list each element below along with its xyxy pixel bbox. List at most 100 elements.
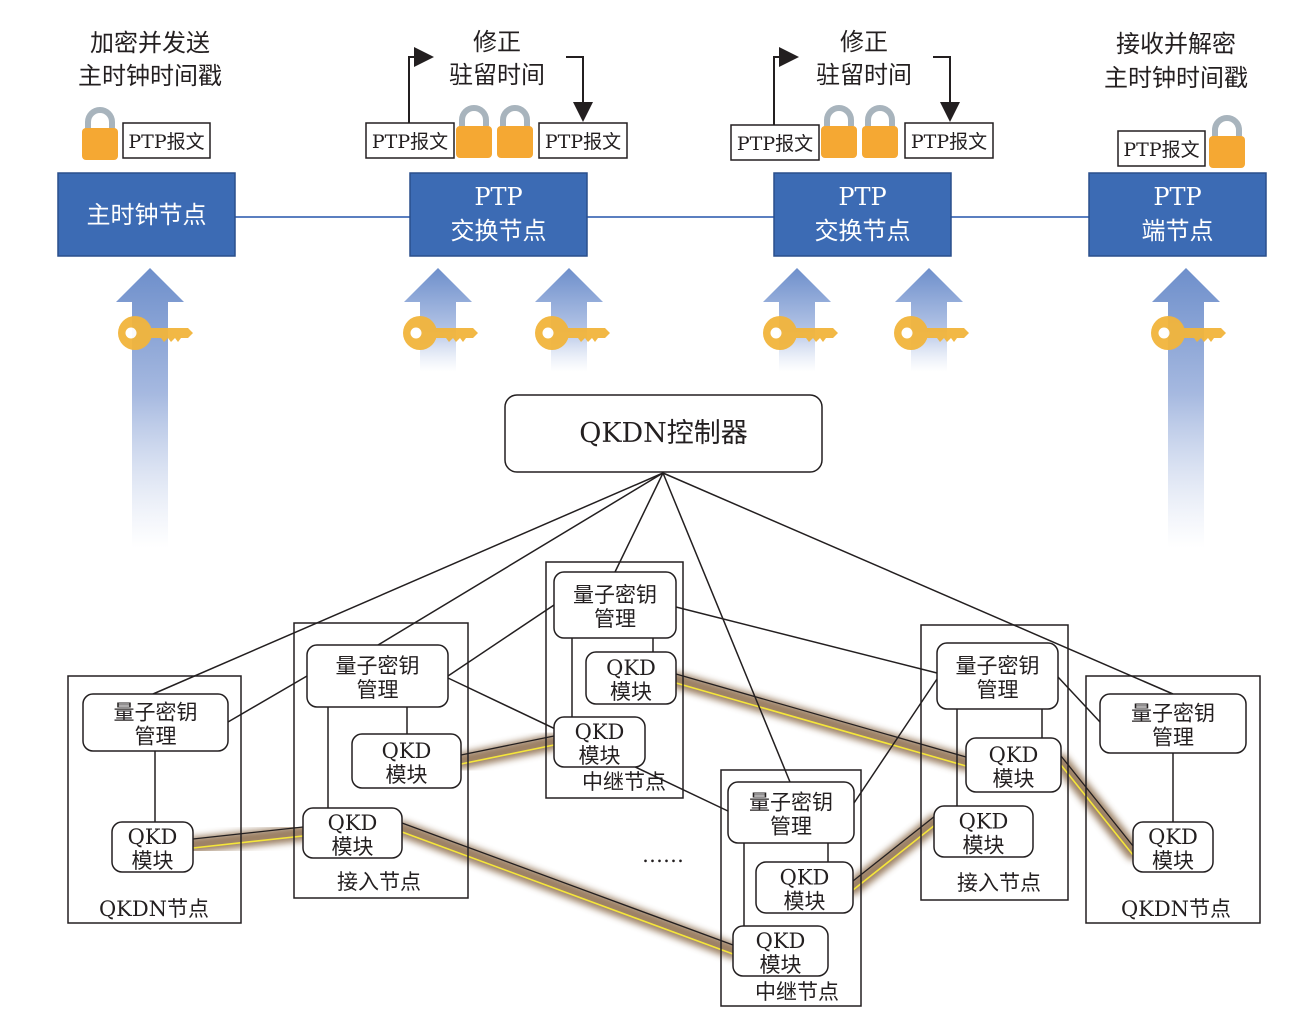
- padlock-icon: [82, 107, 118, 160]
- node-label-qkdn-left: QKDN节点: [99, 897, 209, 921]
- ptp-message-label: PTP报文: [128, 131, 204, 153]
- module-label-line1: QKD: [128, 825, 178, 849]
- key-icon: [894, 316, 969, 350]
- quantum-link: [394, 821, 741, 959]
- ptp-message-label: PTP报文: [737, 133, 813, 155]
- module-label-line1: QKD: [756, 929, 806, 953]
- ptp-node-switch-2: PTP 交换节点: [773, 172, 952, 257]
- caption-line1: 修正: [473, 28, 521, 56]
- control-link: [227, 675, 308, 723]
- arrow-right-icon: [773, 47, 799, 125]
- ptp-node-label-line2: 交换节点: [815, 217, 911, 245]
- module-label-line1: QKD: [959, 810, 1009, 834]
- node-qkdn-left: [67, 675, 242, 924]
- up-arrow-icon: [1152, 268, 1220, 548]
- ptp-message-label: PTP报文: [911, 131, 987, 153]
- node-label-access-left: 接入节点: [337, 870, 421, 894]
- module-label-line1: 量子密钥: [573, 583, 657, 607]
- node-labels: QKDN节点 接入节点 中继节点 中继节点 接入节点 QKDN节点: [99, 770, 1231, 1004]
- module-label-line1: QKD: [575, 720, 625, 744]
- module-label-line2: 模块: [1152, 849, 1194, 873]
- up-arrow-icon: [116, 268, 184, 548]
- arrow-down-icon: [933, 56, 960, 122]
- ellipsis: ……: [642, 843, 684, 867]
- module-label-line1: 量子密钥: [1131, 702, 1215, 726]
- controller-label: QKDN控制器: [579, 418, 748, 449]
- padlocks: [82, 105, 1245, 168]
- control-link: [152, 472, 664, 695]
- caption-master: 加密并发送 主时钟时间戳: [78, 29, 222, 90]
- control-link: [662, 472, 791, 783]
- control-link: [675, 606, 938, 674]
- caption-line1: 加密并发送: [90, 29, 210, 57]
- ptp-message-label: PTP报文: [1123, 139, 1199, 161]
- module-label-line1: QKD: [606, 656, 656, 680]
- module-label-line2: 管理: [135, 725, 177, 749]
- padlock-icon: [862, 105, 898, 158]
- quantum-link: [1053, 754, 1141, 860]
- control-link: [662, 472, 1174, 695]
- caption-switch-2: 修正 驻留时间: [816, 28, 912, 89]
- ptp-message: PTP报文: [365, 122, 455, 159]
- caption-line2: 驻留时间: [816, 61, 912, 89]
- ptp-message: PTP报文: [538, 122, 628, 159]
- node-qkdn-right: [1085, 675, 1261, 924]
- module-label-line1: QKD: [989, 743, 1039, 767]
- padlock-icon: [821, 105, 857, 158]
- ptp-messages: PTP报文 PTP报文 PTP报文 PTP报文 PTP报文 PTP报文: [122, 122, 1206, 167]
- ptp-node-label-line1: PTP: [1153, 183, 1201, 211]
- node-label-qkdn-right: QKDN节点: [1121, 897, 1231, 921]
- ptp-node-end: PTP 端节点: [1088, 172, 1267, 257]
- module-label-line1: QKD: [780, 866, 830, 890]
- module-label-line2: 管理: [357, 678, 399, 702]
- ptp-node-switch-1: PTP 交换节点: [409, 172, 588, 257]
- key-supply-arrows: [116, 268, 1220, 548]
- module-label-line2: 模块: [132, 849, 174, 873]
- control-link: [853, 678, 938, 804]
- key-icon: [403, 316, 478, 350]
- module-label-line2: 模块: [760, 953, 802, 977]
- key-icon: [1151, 316, 1226, 350]
- control-links: [152, 472, 1174, 926]
- arrow-down-icon: [566, 56, 593, 122]
- quantum-link: [668, 672, 974, 771]
- caption-end: 接收并解密 主时钟时间戳: [1104, 30, 1248, 92]
- key-icon: [535, 316, 610, 350]
- module-label-line2: 管理: [770, 815, 812, 839]
- module-label-line2: 模块: [386, 763, 428, 787]
- module-label-line1: 量子密钥: [336, 654, 420, 678]
- control-link: [614, 472, 664, 573]
- module-label-line1: 量子密钥: [956, 654, 1040, 678]
- ptp-message: PTP报文: [122, 122, 211, 159]
- ptp-node-master: 主时钟节点: [57, 172, 236, 257]
- keys: [118, 316, 1226, 350]
- caption-line2: 主时钟时间戳: [78, 62, 222, 90]
- ptp-message-label: PTP报文: [372, 131, 448, 153]
- key-icon: [763, 316, 838, 350]
- caption-line1: 接收并解密: [1116, 30, 1236, 58]
- quantum-link: [185, 825, 311, 853]
- ptp-message: PTP报文: [1117, 130, 1206, 167]
- qkd-node-enclosures: [67, 561, 1261, 1007]
- caption-line2: 主时钟时间戳: [1104, 64, 1248, 92]
- padlock-icon: [1209, 115, 1245, 168]
- module-label-line2: 模块: [963, 834, 1005, 858]
- caption-line2: 驻留时间: [449, 61, 545, 89]
- ptp-message: PTP报文: [904, 122, 994, 159]
- ptp-node-label-line2: 交换节点: [451, 217, 547, 245]
- padlock-icon: [456, 105, 492, 158]
- ptp-node-label: 主时钟节点: [87, 201, 207, 229]
- node-relay-bottom: [720, 769, 862, 1007]
